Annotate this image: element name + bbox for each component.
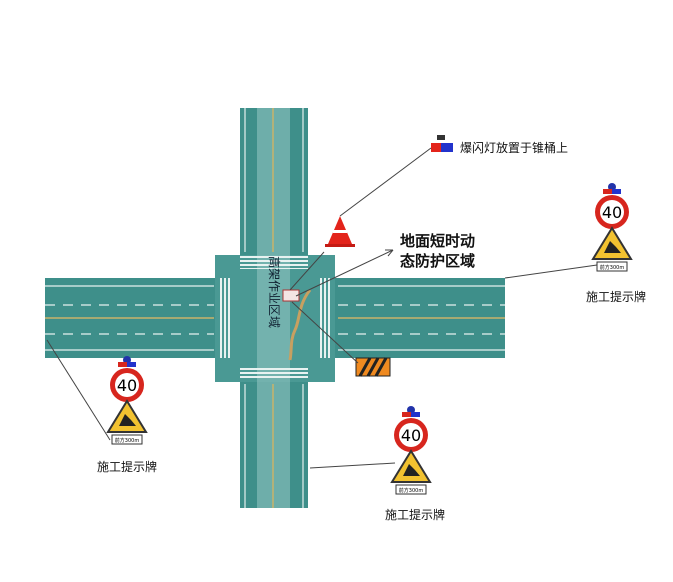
svg-text:40: 40 (401, 426, 421, 445)
sign-caption-west: 施工提示牌 (97, 459, 157, 474)
construction-sign-east: 40 前方300m (592, 182, 632, 272)
svg-text:40: 40 (602, 203, 622, 222)
flash-light-label: 爆闪灯放置于锥桶上 (460, 140, 568, 155)
leader-lines (46, 147, 598, 469)
flash-light-icon (431, 135, 453, 152)
crosswalk-east (318, 278, 332, 358)
svg-text:40: 40 (117, 376, 137, 395)
traffic-cone-icon (325, 216, 355, 247)
construction-sign-south: 40 前方300m (391, 405, 431, 495)
work-zone-label: 高架作业区域 (267, 256, 282, 328)
crosswalk-north (240, 255, 308, 269)
svg-text:前方300m: 前方300m (115, 437, 140, 444)
svg-text:前方300m: 前方300m (399, 487, 424, 494)
protection-zone-marker (282, 289, 300, 302)
svg-text:前方300m: 前方300m (600, 264, 625, 271)
crosswalk-south (240, 366, 308, 380)
sign-caption-south: 施工提示牌 (385, 507, 445, 522)
construction-sign-west: 40 前方300m (107, 355, 147, 445)
ground-zone-label-line2: 态防护区域 (400, 252, 475, 270)
road-network (45, 108, 505, 508)
guide-curve (288, 289, 312, 361)
barrier-icon (355, 357, 391, 377)
ground-zone-label-line1: 地面短时动 (400, 232, 475, 250)
sign-caption-east: 施工提示牌 (586, 289, 646, 304)
crosswalk-west (218, 278, 232, 358)
